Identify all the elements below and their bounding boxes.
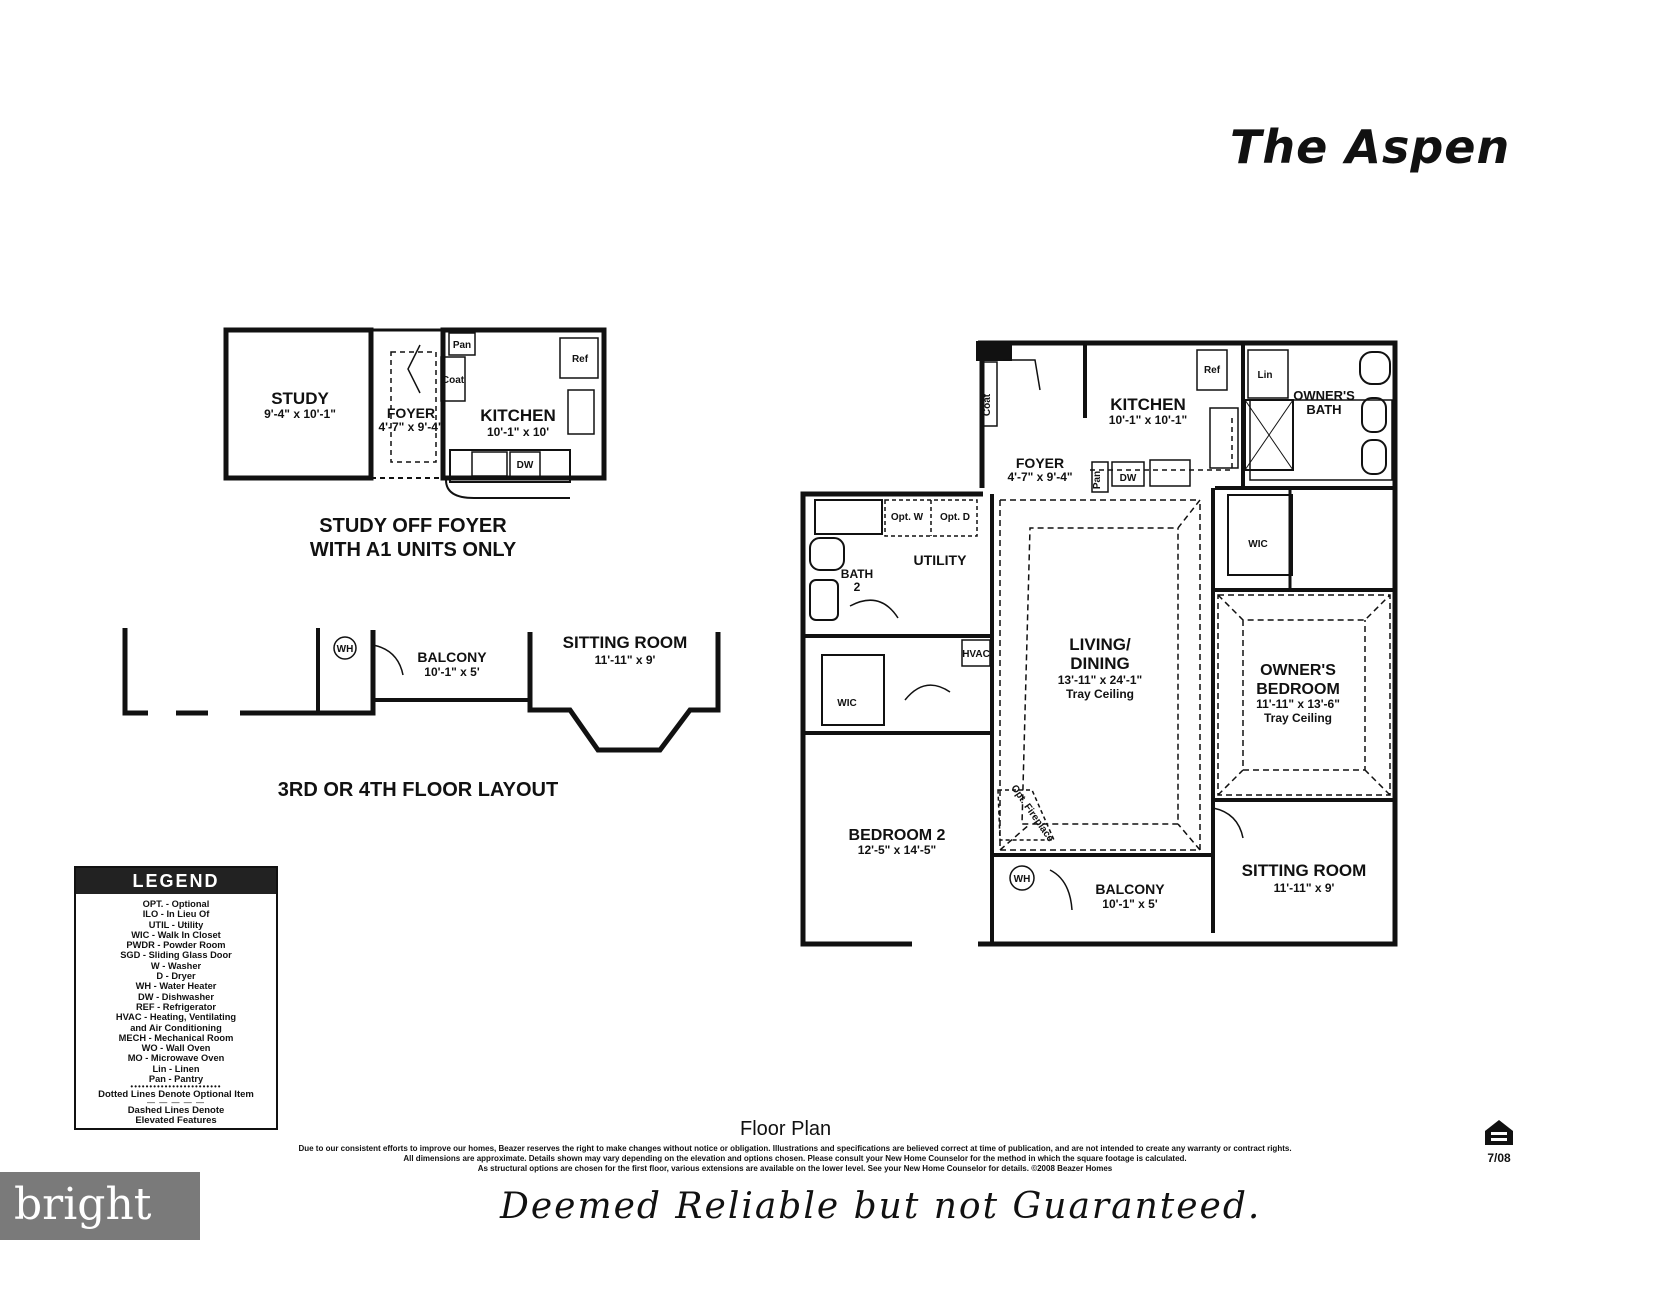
study-coat-label: Coat	[442, 375, 465, 386]
owners-bedroom-line1: OWNER'S	[1260, 662, 1336, 679]
main-kitchen-dims: 10'-1" x 10'-1"	[1109, 413, 1187, 427]
study-pan-label: Pan	[453, 340, 471, 351]
study-caption-line2: WITH A1 UNITS ONLY	[309, 539, 517, 561]
living-line2: DINING	[1070, 654, 1130, 673]
disclaimer: Due to our consistent efforts to improve…	[205, 1144, 1385, 1174]
living-dims: 13'-11" x 24'-1"	[1058, 673, 1142, 687]
main-foyer-dims: 4'-7" x 9'-4"	[1007, 470, 1072, 484]
bedroom2-label: BEDROOM 2	[849, 827, 946, 844]
main-wh-label: WH	[1014, 874, 1031, 885]
main-balcony-dims: 10'-1" x 5'	[1102, 897, 1158, 911]
handwritten-note: Deemed Reliable but not Guaranteed.	[500, 1186, 1262, 1227]
legend-dashed-note-1: Dashed Lines Denote	[127, 1105, 225, 1117]
legend-item: WO - Wall Oven	[141, 1043, 211, 1054]
main-sitting-dims: 11'-11" x 9'	[1274, 881, 1335, 895]
owners-bath-line1: OWNER'S	[1293, 388, 1355, 403]
living-note: Tray Ceiling	[1066, 687, 1134, 701]
bedroom2-dims: 12'-5" x 14'-5"	[858, 843, 936, 857]
mls-watermark: bright MLS	[0, 1172, 200, 1290]
legend-item: WIC - Walk In Closet	[131, 929, 221, 940]
legend-dotted-sample: ••••••••••••••••••••••••	[130, 1082, 222, 1092]
plan-title: The Aspen	[1230, 120, 1511, 174]
main-ref-label: Ref	[1204, 365, 1221, 376]
hvac-label: HVAC	[962, 649, 990, 660]
legend-item: and Air Conditioning	[130, 1022, 222, 1033]
study-kitchen-dims: 10'-1" x 10'	[487, 425, 549, 439]
owners-bedroom-note: Tray Ceiling	[1264, 711, 1332, 725]
study-option-plan	[223, 327, 607, 499]
legend-dashed-sample: — — — — —	[147, 1098, 205, 1108]
floor-plan-drawing: STUDY 9'-4" x 10'-1" FOYER 4'-7" x 9'-4"…	[122, 327, 1398, 947]
legend-item: OPT. - Optional	[142, 899, 210, 909]
study-kitchen-label: KITCHEN	[480, 406, 556, 425]
legend-item: ILO - In Lieu Of	[142, 909, 210, 920]
upper-balcony-label: BALCONY	[417, 649, 487, 665]
opt-washer-label: Opt. W	[891, 512, 924, 523]
study-dims: 9'-4" x 10'-1"	[264, 407, 336, 421]
legend-item: HVAC - Heating, Ventilating	[115, 1012, 237, 1023]
opt-dryer-label: Opt. D	[940, 512, 970, 523]
study-foyer-label: FOYER	[387, 405, 435, 421]
main-coat-label: Coat	[982, 393, 993, 416]
watermark-brand: bright	[14, 1179, 152, 1230]
upper-wh-label: WH	[337, 644, 354, 655]
watermark-suffix: MLS	[14, 1268, 59, 1290]
study-dw-label: DW	[517, 460, 534, 471]
living-line1: LIVING/	[1069, 635, 1131, 654]
legend-item: MECH - Mechanical Room	[118, 1032, 234, 1043]
disclaimer-line2: All dimensions are approximate. Details …	[403, 1154, 1187, 1163]
main-sitting-label: SITTING ROOM	[1242, 861, 1367, 880]
bath2-line1: BATH	[841, 567, 873, 581]
owners-bedroom-dims: 11'-11" x 13'-6"	[1256, 697, 1340, 711]
legend-dotted-note: Dotted Lines Denote Optional Item	[98, 1089, 254, 1101]
main-foyer-label: FOYER	[1016, 455, 1064, 471]
legend-heading: LEGEND	[76, 868, 276, 894]
legend-item: Pan - Pantry	[148, 1074, 204, 1085]
upper-floor-plan	[122, 628, 721, 753]
upper-floor-caption: 3RD OR 4TH FLOOR LAYOUT	[277, 779, 559, 801]
legend-item: REF - Refrigerator	[135, 1001, 217, 1012]
upper-balcony-dims: 10'-1" x 5'	[424, 665, 480, 679]
main-kitchen-label: KITCHEN	[1110, 395, 1186, 414]
main-balcony-label: BALCONY	[1095, 881, 1165, 897]
owners-wic-label: WIC	[1248, 539, 1267, 550]
legend-item: SGD - Sliding Glass Door	[120, 950, 232, 961]
legend-item: D - Dryer	[156, 971, 196, 982]
legend-item: PWDR - Powder Room	[126, 940, 226, 951]
legend-item: Lin - Linen	[152, 1063, 200, 1074]
study-option-caption: STUDY OFF FOYER WITH A1 UNITS ONLY	[233, 514, 593, 562]
utility-label: UTILITY	[914, 552, 968, 568]
equal-housing-badge: 7/08	[1482, 1118, 1516, 1165]
floor-plan-label: Floor Plan	[740, 1118, 832, 1140]
disclaimer-line1: Due to our consistent efforts to improve…	[298, 1144, 1292, 1153]
owners-bedroom-line2: BEDROOM	[1256, 681, 1340, 698]
bath2-line2: 2	[854, 580, 861, 594]
study-label: STUDY	[271, 389, 329, 408]
main-pan-label: Pan	[1092, 471, 1103, 489]
legend-item: W - Washer	[150, 960, 202, 971]
legend-item: MO - Microwave Oven	[127, 1053, 225, 1064]
legend-item: UTIL - Utility	[148, 919, 204, 930]
equal-housing-icon	[1485, 1120, 1513, 1145]
legend-item: DW - Dishwasher	[138, 991, 214, 1002]
main-lin-label: Lin	[1258, 370, 1273, 381]
upper-sitting-dims: 11'-11" x 9'	[595, 653, 656, 667]
main-plan-walls	[800, 340, 1398, 947]
upper-sitting-label: SITTING ROOM	[563, 633, 688, 652]
date-code: 7/08	[1487, 1151, 1511, 1165]
fireplace-label: Opt. Fireplace	[1008, 783, 1056, 844]
study-ref-label: Ref	[572, 354, 589, 365]
legend-dashed-note-2: Elevated Features	[135, 1115, 217, 1127]
study-caption-line1: STUDY OFF FOYER	[319, 515, 507, 537]
main-dw-label: DW	[1120, 473, 1137, 484]
owners-bath-line2: BATH	[1306, 402, 1341, 417]
disclaimer-line3: As structural options are chosen for the…	[477, 1164, 1113, 1173]
bedroom2-wic-label: WIC	[837, 698, 856, 709]
study-foyer-dims: 4'-7" x 9'-4"	[378, 420, 443, 434]
legend-item: WH - Water Heater	[135, 981, 217, 992]
